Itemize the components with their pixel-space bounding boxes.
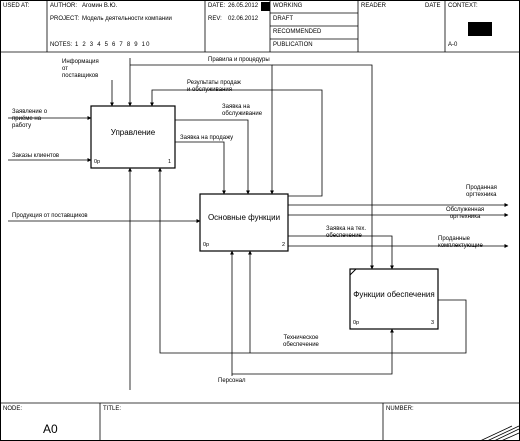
label-products-from-suppliers: Продукция от поставщиков (12, 213, 88, 219)
rev-value: 02.06.2012 (228, 16, 259, 22)
rev-label: REV: (208, 16, 222, 22)
date-label: DATE: (208, 3, 226, 9)
arrow-tech-support (158, 167, 467, 354)
core-box (199, 193, 289, 252)
management-title: Управление (110, 128, 156, 137)
label-sold-parts: Проданные комплектующие (438, 236, 483, 249)
context-label: CONTEXT: (448, 3, 478, 9)
label-service-request: Заявка на обслуживание (222, 104, 263, 117)
label-personnel: Персонал (218, 378, 246, 384)
label-tech-support: Техническое обеспечение (283, 335, 319, 348)
arrows (8, 58, 509, 390)
label-sold-equipment: Проданная оргтехника (466, 185, 497, 198)
notes-label: NOTES: (50, 42, 73, 48)
notes-value: 1 2 3 4 5 6 7 8 9 10 (75, 42, 151, 48)
support-cost: 0р (353, 320, 360, 326)
used-at-label: USED AT: (3, 3, 30, 9)
label-tech-request: Заявка на тех. обеспечение (326, 226, 367, 239)
management-cost: 0р (94, 159, 101, 165)
author-label: AUTHOR: (50, 3, 77, 9)
label-rules: Правила и процедуры (208, 57, 270, 63)
working-status-marker (261, 2, 270, 11)
label-sales-results: Результаты продаж и обслуживания (187, 80, 241, 93)
project-label: PROJECT: (50, 16, 80, 22)
reader-label: READER (361, 3, 387, 9)
support-title: Функции обеспечения (353, 290, 435, 299)
project-value: Модель деятельности компании (82, 16, 172, 22)
footer-grid (0, 402, 520, 441)
author-value: Агомин В.Ю. (82, 3, 118, 9)
date-value: 26.05.2012 (228, 3, 259, 9)
number-label: NUMBER: (386, 406, 414, 412)
node-value: A0 (43, 422, 58, 436)
context-node: A-0 (448, 42, 458, 48)
core-title: Основные функции (207, 213, 281, 222)
arrow-sales-results (150, 89, 323, 197)
support-box-corner (349, 268, 357, 276)
arrow-service-request (175, 119, 250, 195)
corner-hatch (479, 425, 520, 441)
label-serviced-equipment: Обслуженная оргтехника (446, 207, 485, 220)
status-recommended: RECOMMENDED (273, 29, 322, 35)
core-num: 2 (282, 242, 286, 248)
management-box (90, 105, 176, 169)
management-num: 1 (168, 159, 172, 165)
arrow-tech-request (288, 235, 394, 270)
status-publication: PUBLICATION (273, 42, 313, 48)
core-cost: 0р (203, 242, 210, 248)
arrow-sale-request (175, 141, 226, 195)
reader-date-label: DATE (425, 3, 441, 9)
label-info-from-suppliers: Информация от поставщиков (62, 59, 99, 79)
node-label: NODE: (3, 406, 23, 412)
label-client-orders: Заказы клиентов (12, 153, 60, 159)
title-label: TITLE: (103, 406, 122, 412)
status-draft: DRAFT (273, 16, 293, 22)
support-box (349, 268, 439, 330)
support-num: 3 (431, 320, 435, 326)
status-working: WORKING (273, 3, 303, 9)
label-sale-request: Заявка на продажу (180, 135, 234, 141)
label-reception-request: Заявление о приёме на работу (12, 109, 48, 129)
context-node-marker (468, 22, 492, 36)
